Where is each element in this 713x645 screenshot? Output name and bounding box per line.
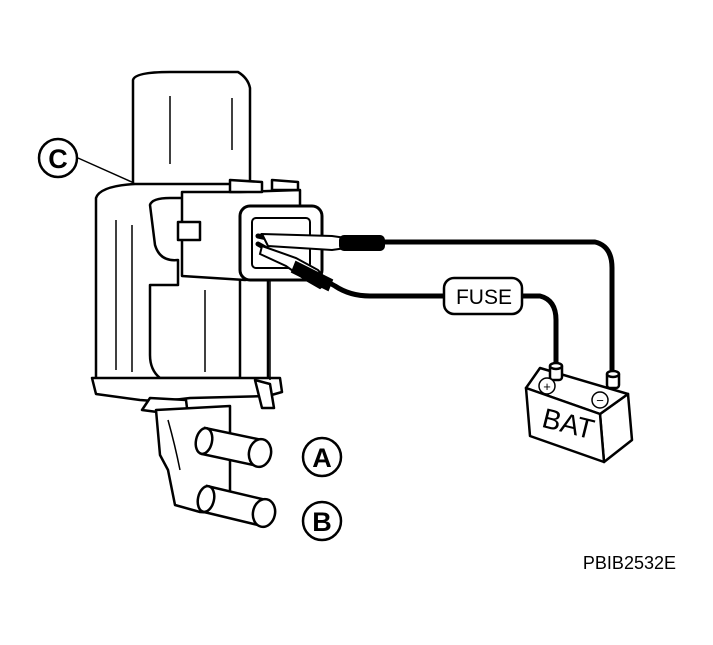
connector-top-tab-right: [270, 178, 300, 192]
port-a: [194, 426, 273, 469]
callout-c-label: C: [48, 144, 68, 174]
positive-mark: +: [543, 379, 551, 394]
figure-code: PBIB2532E: [583, 553, 676, 573]
port-b: [196, 484, 277, 529]
valve-top-cylinder: [131, 70, 252, 194]
lead-to-battery-negative: [255, 233, 615, 375]
lower-probe-grip: [290, 260, 334, 292]
fuse-box: [442, 276, 524, 316]
port-body-edge: [167, 419, 181, 471]
hose-ports: [194, 426, 277, 529]
callout-c: C: [37, 137, 135, 184]
callout-b: B: [301, 500, 343, 542]
callout-a-label: A: [312, 443, 332, 473]
battery-front: [524, 386, 606, 464]
callout-c-leader: [77, 157, 135, 184]
battery-negative-terminal: [605, 369, 621, 390]
probe-pins: [258, 232, 385, 292]
bracket-clip-right: [253, 378, 276, 410]
lead-fuse-to-battery-positive: [517, 293, 559, 375]
connector-side-lock: [176, 220, 202, 242]
fuse-label: FUSE: [456, 286, 512, 309]
fuse: FUSE: [442, 276, 524, 316]
connector-top-tab-left: [228, 178, 264, 194]
callout-a: A: [301, 436, 343, 478]
mounting-bracket: [90, 376, 284, 402]
upper-probe-grip: [339, 235, 385, 251]
negative-mark-circle: [591, 391, 609, 409]
callout-b-label: B: [312, 507, 332, 537]
negative-mark: −: [596, 393, 604, 408]
positive-mark-circle: [538, 377, 556, 395]
battery-positive-terminal: [548, 361, 564, 382]
battery: + − BAT: [524, 361, 634, 464]
